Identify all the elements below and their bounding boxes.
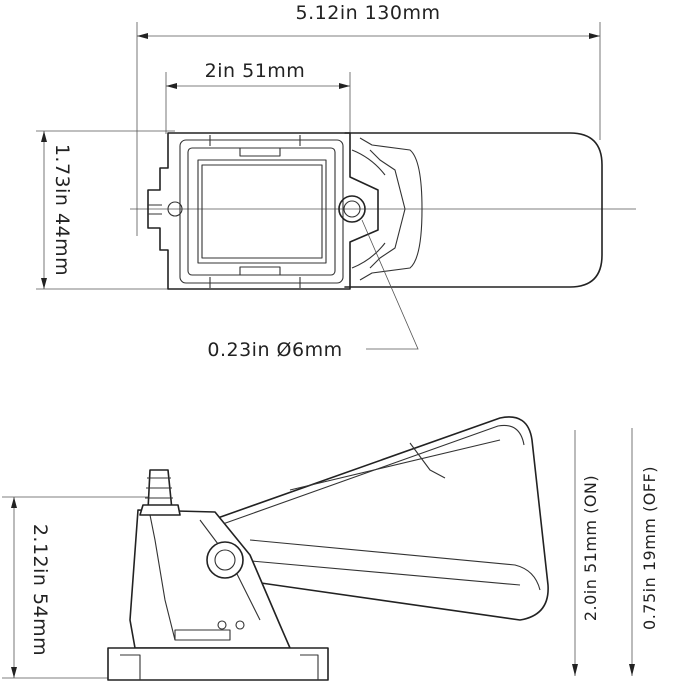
- float-arm: [196, 416, 549, 621]
- dimension-body-length: 2in 51mm: [165, 60, 351, 134]
- side-view: 2.12in 54mm: [2, 416, 659, 681]
- switch-on-label: 2.0in 51mm (ON): [581, 475, 600, 621]
- pivot-point: [206, 541, 244, 579]
- width-label: 1.73in 44mm: [51, 144, 73, 276]
- top-view: 5.12in 130mm 2in 51mm 1.73in 44mm: [36, 2, 636, 361]
- dimension-hole: 0.23in Ø6mm: [207, 219, 419, 361]
- dimension-overall-length: 5.12in 130mm: [136, 2, 601, 236]
- dimension-height: 2.12in 54mm: [2, 496, 150, 679]
- body-length-label: 2in 51mm: [205, 60, 306, 82]
- switch-base: [107, 469, 329, 681]
- hole-label: 0.23in Ø6mm: [207, 339, 342, 361]
- dimension-width: 1.73in 44mm: [36, 130, 175, 290]
- mounting-hole: [338, 195, 366, 223]
- height-label: 2.12in 54mm: [29, 524, 51, 656]
- dimension-switch-on: 2.0in 51mm (ON): [572, 430, 600, 676]
- switch-off-label: 0.75in 19mm (OFF): [640, 466, 659, 630]
- float-body: [344, 132, 603, 288]
- switch-housing: [147, 132, 379, 290]
- overall-length-label: 5.12in 130mm: [296, 2, 441, 24]
- dimension-switch-off: 0.75in 19mm (OFF): [629, 428, 659, 676]
